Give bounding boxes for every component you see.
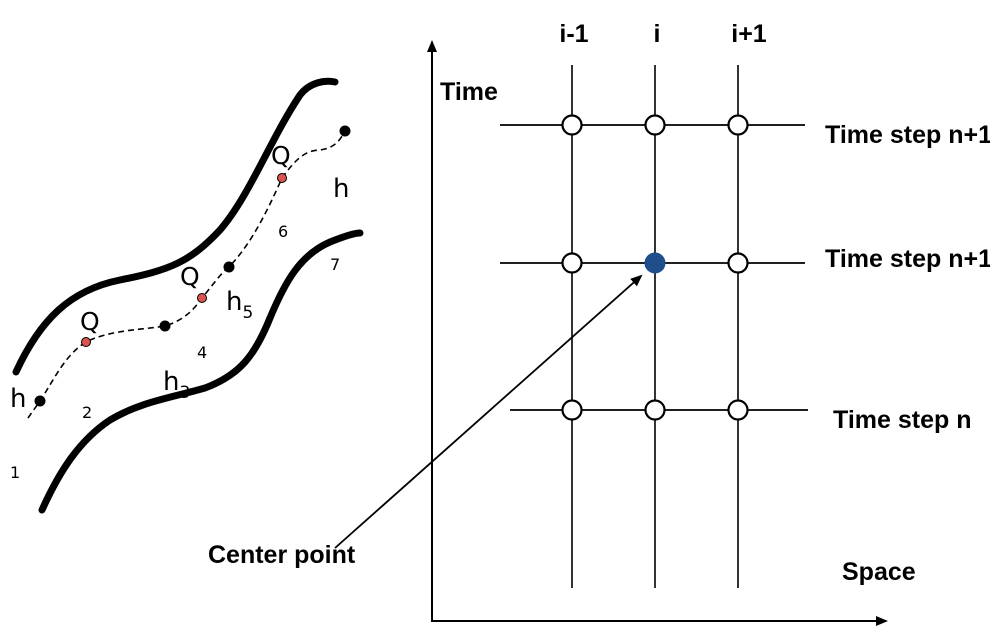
node-number-6: 6 (278, 222, 288, 241)
h-label-end: h (333, 174, 349, 204)
h3-label: h3 (163, 367, 190, 403)
q-label-6: Q (271, 141, 291, 170)
center-point-label: Center point (208, 541, 356, 569)
grid-node (644, 399, 666, 421)
q-point-4 (197, 293, 207, 303)
q-label-4: Q (180, 262, 200, 291)
node-number-7: 7 (330, 255, 340, 274)
grid-node (561, 399, 583, 421)
center-point-arrow (334, 274, 643, 549)
q-point-2 (81, 337, 91, 347)
h-point-7 (339, 125, 351, 137)
grid-node (561, 114, 583, 136)
channel-schematic: Q Q Q h h3 h5 h 1 2 4 6 7 (10, 77, 364, 514)
row-label-n: Time step n (833, 406, 971, 434)
time-axis-label: Time (440, 78, 498, 106)
node-number-4: 4 (197, 343, 207, 362)
grid-node (727, 114, 749, 136)
grid-node (644, 114, 666, 136)
node-number-2: 2 (82, 403, 92, 422)
channel-upper-bank (12, 77, 339, 376)
grid-node (727, 399, 749, 421)
column-label-i-minus-1: i-1 (559, 20, 588, 48)
column-label-i-plus-1: i+1 (731, 20, 767, 48)
computational-grid: Time Space i-1 i i+1 Time step n+1 Time … (208, 20, 990, 626)
h-label-start: h (10, 384, 26, 414)
grid-node (561, 252, 583, 274)
h5-label: h5 (226, 287, 253, 323)
channel-lower-bank (38, 229, 364, 514)
column-label-i: i (654, 20, 661, 48)
node-number-1: 1 (10, 463, 20, 482)
h-point-3 (159, 320, 171, 332)
row-label-n-plus-1: Time step n+1 (825, 121, 990, 149)
row-label-n-plus-half: Time step n+1/2 (825, 245, 990, 273)
space-axis-label: Space (842, 558, 916, 586)
q-label-2: Q (80, 307, 100, 336)
q-point-6 (277, 173, 287, 183)
center-point-node (644, 252, 666, 274)
h-point-5 (223, 261, 235, 273)
h-point-1 (34, 395, 46, 407)
grid-node (727, 252, 749, 274)
